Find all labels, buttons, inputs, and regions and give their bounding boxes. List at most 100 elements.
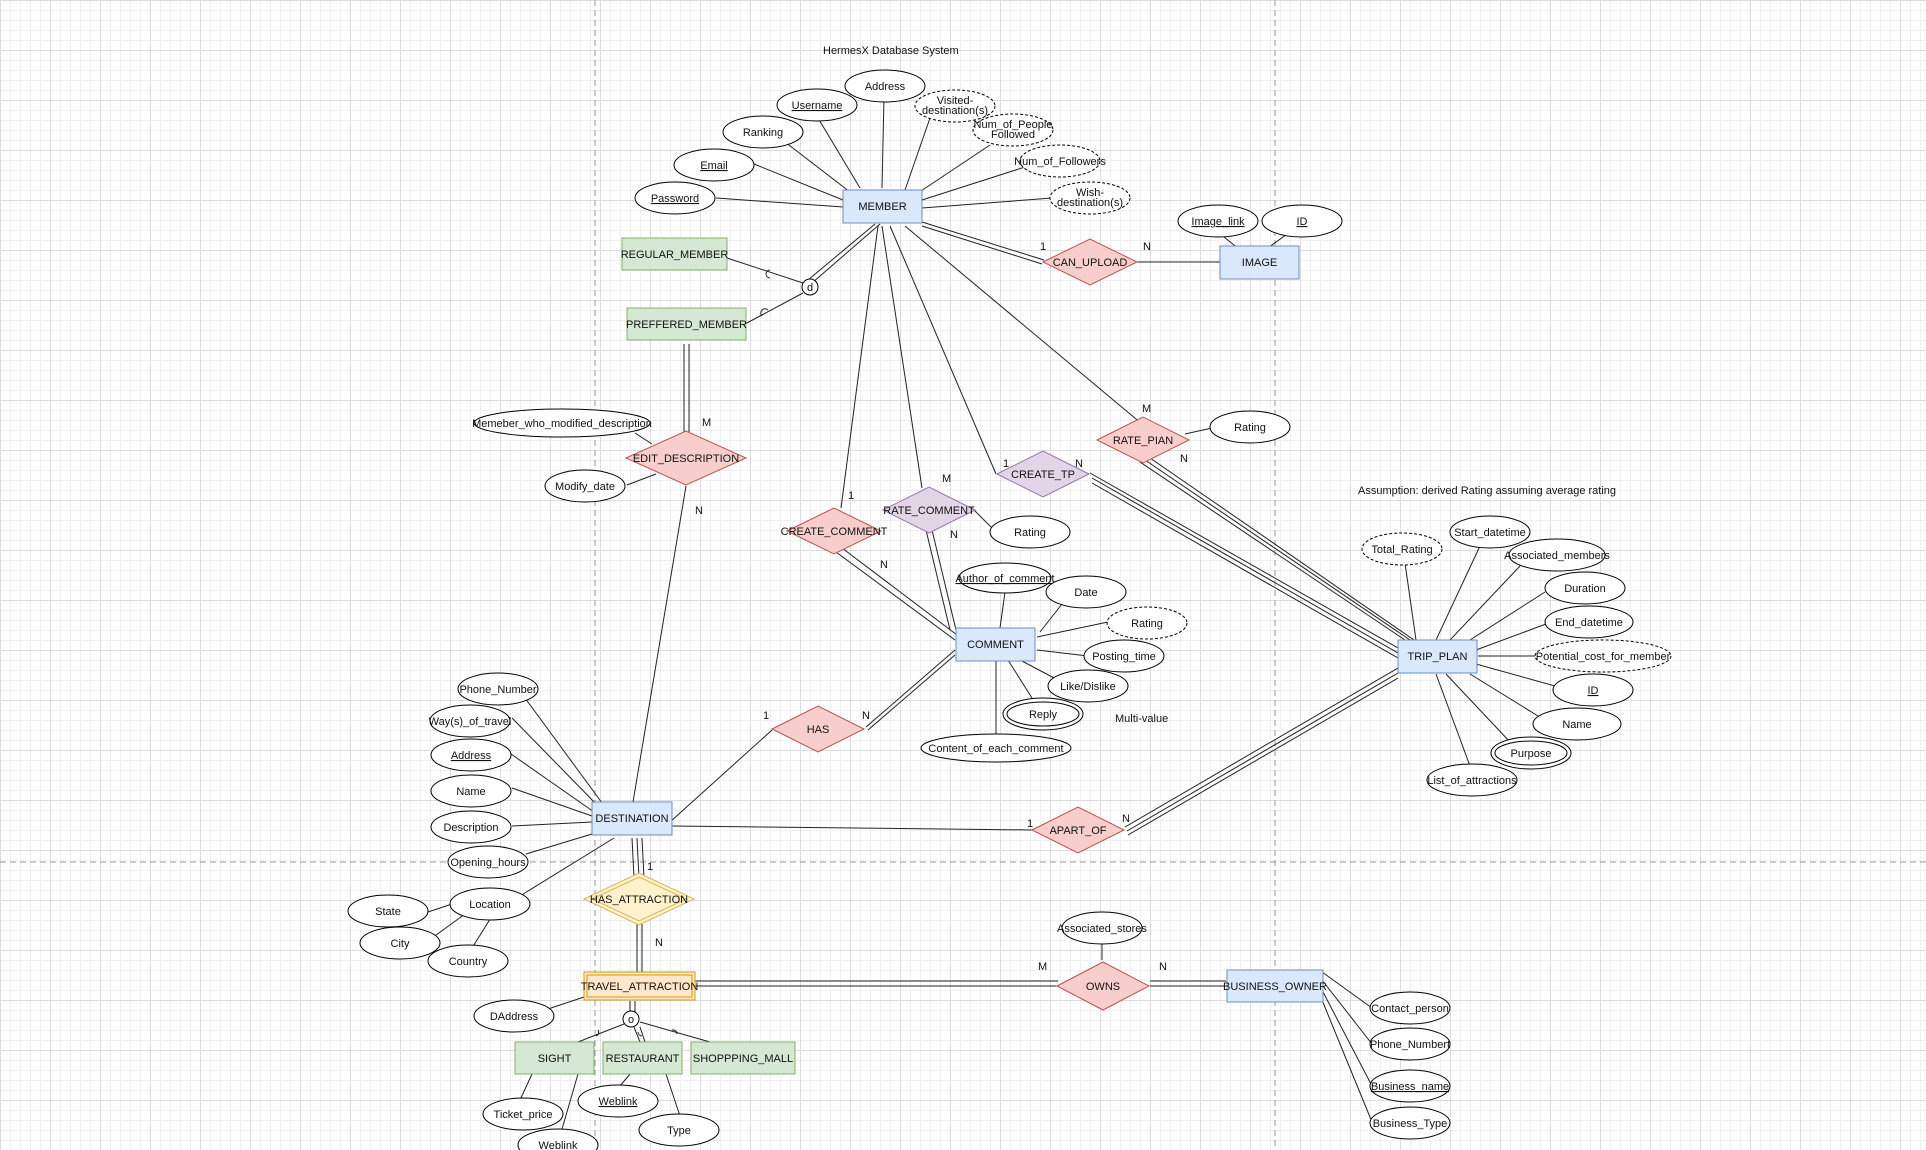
svg-text:End_datetime: End_datetime: [1555, 617, 1623, 629]
attr-comment-reply: Reply: [1002, 697, 1084, 731]
attr-image-link: Image_link: [1177, 204, 1259, 238]
attr-trip-potential-cost: Potential_cost_for_member: [1534, 639, 1672, 673]
multi-value-note: Multi-value: [1115, 713, 1168, 725]
svg-text:Ranking: Ranking: [743, 127, 783, 139]
svg-text:List_of_attractions: List_of_attractions: [1427, 775, 1517, 787]
entity-member[interactable]: MEMBER: [842, 189, 923, 224]
svg-text:City: City: [391, 938, 410, 950]
svg-text:TRIP_PLAN: TRIP_PLAN: [1408, 651, 1468, 663]
relationship-has-attraction[interactable]: HAS_ATTRACTION: [582, 872, 696, 926]
svg-text:SHOPPPING_MALL: SHOPPPING_MALL: [693, 1053, 793, 1065]
entity-destination[interactable]: DESTINATION: [591, 801, 673, 836]
relationship-create-tp[interactable]: CREATE_TP: [995, 450, 1091, 498]
relationship-can-upload[interactable]: CAN_UPLOAD: [1041, 238, 1139, 286]
attr-member-num-followers: Num_of_Followers: [1014, 144, 1106, 178]
relationship-rate-comment[interactable]: RATE_COMMENT: [881, 486, 977, 534]
svg-text:N: N: [862, 710, 870, 722]
svg-text:Business_name: Business_name: [1371, 1081, 1449, 1093]
relationship-rate-pian[interactable]: RATE_PIAN: [1095, 416, 1191, 464]
attr-dest-opening-hours: Opening_hours: [447, 845, 529, 879]
svg-text:Address: Address: [451, 750, 492, 762]
attr-owner-business-name: Business_name: [1369, 1069, 1451, 1103]
svg-text:PREFFERED_MEMBER: PREFFERED_MEMBER: [626, 319, 747, 331]
entity-preffered-member[interactable]: PREFFERED_MEMBER: [626, 307, 747, 341]
attr-comment-date: Date: [1045, 575, 1127, 609]
svg-text:REGULAR_MEMBER: REGULAR_MEMBER: [621, 249, 729, 261]
svg-text:M: M: [942, 473, 951, 485]
attr-dest-description: Description: [430, 810, 512, 844]
relationship-create-comment[interactable]: CREATE_COMMENT: [781, 507, 888, 555]
svg-text:1: 1: [1027, 818, 1033, 830]
attr-member-username: Username: [776, 88, 858, 122]
attr-dest-city: City: [359, 926, 441, 960]
entity-trip-plan[interactable]: TRIP_PLAN: [1397, 639, 1478, 674]
svg-text:N: N: [1075, 458, 1083, 470]
entity-comment[interactable]: COMMENT: [955, 627, 1036, 662]
svg-text:N: N: [695, 505, 703, 517]
relationship-owns[interactable]: OWNS: [1055, 961, 1151, 1011]
svg-text:Address: Address: [865, 81, 906, 93]
relationship-edit-description[interactable]: EDIT_DESCRIPTION: [624, 430, 748, 486]
svg-text:o: o: [628, 1014, 634, 1026]
svg-text:Memeber_who_modified_descripti: Memeber_who_modified_description: [472, 418, 652, 430]
svg-text:Opening_hours: Opening_hours: [450, 857, 526, 869]
attr-dest-phone: Phone_Number: [457, 672, 539, 706]
svg-text:Posting_time: Posting_time: [1092, 651, 1156, 663]
attr-trip-list-attractions: List_of_attractions: [1426, 763, 1518, 797]
svg-text:Reply: Reply: [1029, 709, 1058, 721]
attr-dest-country: Country: [427, 944, 509, 978]
attr-member-num-people-followed: Num_of_People Followed: [972, 113, 1054, 147]
svg-text:destination(s): destination(s): [922, 105, 988, 117]
svg-text:Date: Date: [1074, 587, 1097, 599]
svg-text:Business_Type: Business_Type: [1373, 1118, 1448, 1130]
attr-owns-associated-stores: Associated_stores: [1057, 911, 1147, 945]
svg-text:Username: Username: [792, 100, 843, 112]
entity-image[interactable]: IMAGE: [1219, 245, 1300, 280]
attr-trip-total-rating: Total_Rating: [1361, 532, 1443, 566]
relationship-apart-of[interactable]: APART_OF: [1030, 806, 1126, 854]
attr-dest-ways: Way(s)_of_travel: [429, 704, 512, 738]
attr-trip-name: Name: [1532, 707, 1622, 741]
attr-member-ranking: Ranking: [722, 115, 804, 149]
disjoint-circle: d: [801, 278, 819, 296]
attr-owner-contact-person: Contact_person: [1369, 991, 1451, 1025]
entity-shopping-mall[interactable]: SHOPPPING_MALL: [690, 1041, 796, 1075]
svg-text:Weblink: Weblink: [539, 1140, 578, 1150]
svg-text:ID: ID: [1297, 216, 1308, 228]
attr-rate-comment-rating: Rating: [989, 515, 1071, 549]
svg-text:SIGHT: SIGHT: [538, 1053, 572, 1065]
svg-text:N: N: [1159, 961, 1167, 973]
svg-text:Wish-: Wish-: [1076, 187, 1104, 199]
diagram-title: HermesX Database System: [823, 45, 959, 57]
entity-travel-attraction[interactable]: TRAVEL_ATTRACTION: [581, 971, 699, 1001]
svg-text:Type: Type: [667, 1125, 691, 1137]
svg-text:State: State: [375, 906, 401, 918]
svg-text:BUSINESS_OWNER: BUSINESS_OWNER: [1223, 981, 1327, 993]
relationship-has[interactable]: HAS: [770, 705, 866, 753]
svg-text:CREATE_TP: CREATE_TP: [1011, 469, 1075, 481]
entity-regular-member[interactable]: REGULAR_MEMBER: [621, 237, 729, 271]
entity-sight[interactable]: SIGHT: [514, 1041, 595, 1075]
svg-text:1: 1: [1040, 241, 1046, 253]
svg-text:Way(s)_of_travel: Way(s)_of_travel: [429, 716, 512, 728]
svg-text:1: 1: [647, 861, 653, 873]
attr-comment-rating: Rating: [1106, 606, 1188, 640]
entity-restaurant[interactable]: RESTAURANT: [602, 1041, 683, 1075]
attr-edit-modify-date: Modify_date: [544, 469, 626, 503]
svg-text:Rating: Rating: [1131, 618, 1163, 630]
svg-text:RATE_PIAN: RATE_PIAN: [1113, 435, 1173, 447]
attr-owner-business-type: Business_Type: [1369, 1106, 1451, 1140]
svg-text:Num_of_People: Num_of_People: [974, 119, 1053, 131]
svg-text:OWNS: OWNS: [1086, 981, 1120, 993]
attr-restaurant-type: Type: [638, 1113, 720, 1147]
svg-text:N: N: [655, 937, 663, 949]
svg-text:Modify_date: Modify_date: [555, 481, 615, 493]
svg-text:Associated_members: Associated_members: [1504, 550, 1610, 562]
svg-text:EDIT_DESCRIPTION: EDIT_DESCRIPTION: [633, 453, 739, 465]
attr-member-password: Password: [634, 181, 716, 215]
attr-rate-pian-rating: Rating: [1209, 410, 1291, 444]
svg-text:N: N: [1180, 453, 1188, 465]
entity-business-owner[interactable]: BUSINESS_OWNER: [1223, 969, 1327, 1003]
